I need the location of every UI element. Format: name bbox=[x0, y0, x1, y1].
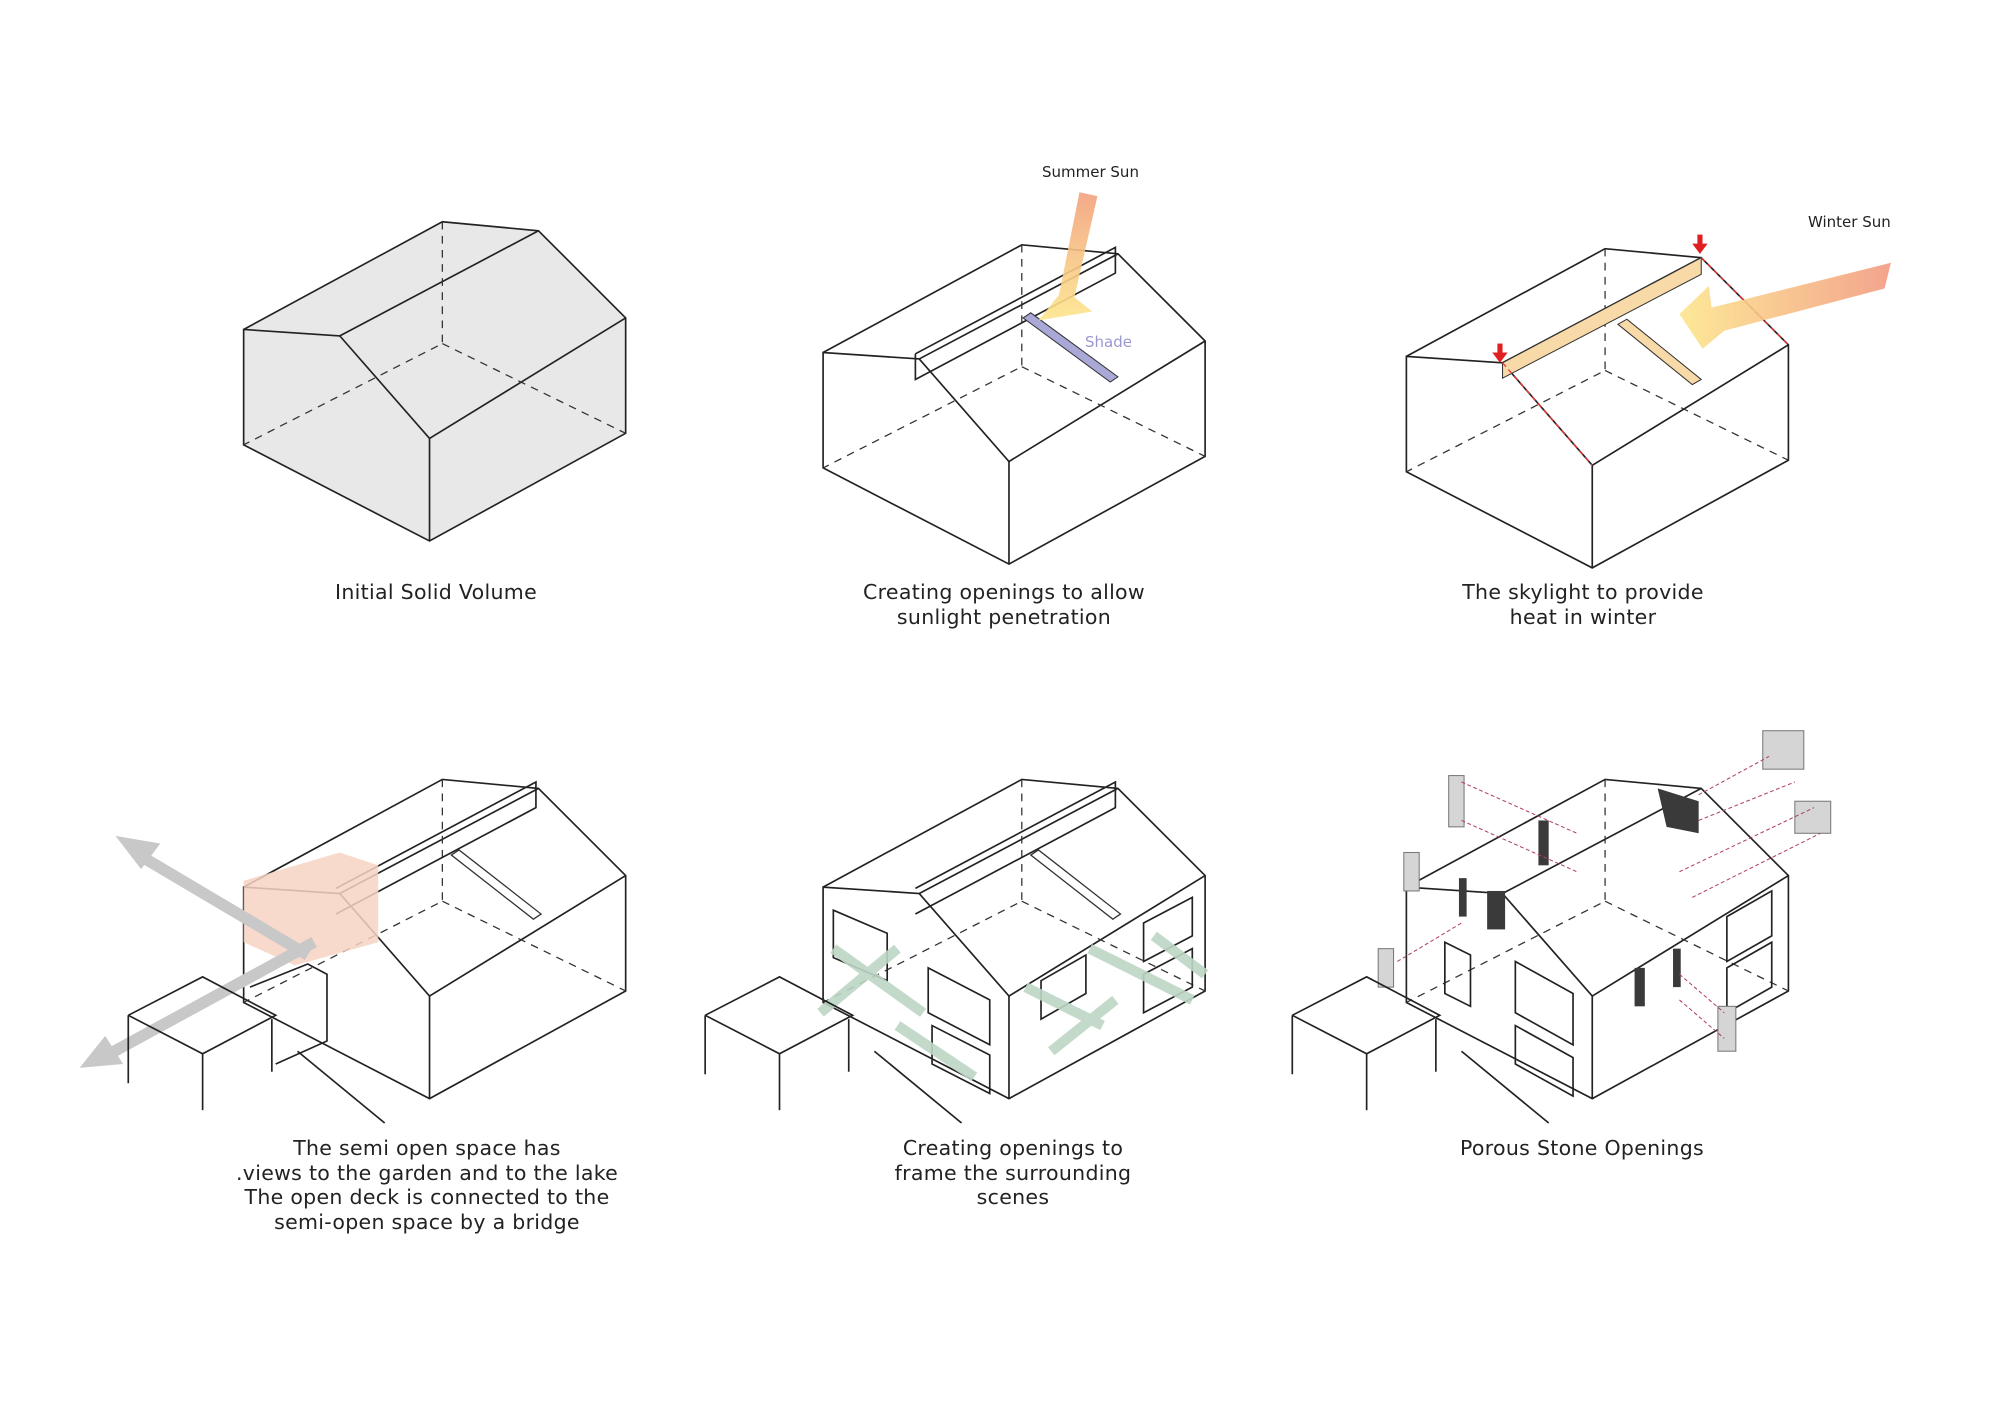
caption-line: frame the surrounding bbox=[894, 1160, 1132, 1185]
red-marker-icon bbox=[1492, 234, 1708, 363]
open-deck bbox=[127, 963, 386, 1124]
sunlight-openings-house bbox=[822, 244, 1206, 565]
deck-2 bbox=[704, 975, 963, 1124]
caption-line: The skylight to provide bbox=[1462, 580, 1704, 604]
shade-label: Shade bbox=[1085, 333, 1132, 351]
summer-sun-arrow bbox=[1038, 192, 1098, 321]
caption-line: .views to the garden and to the lake bbox=[235, 1160, 619, 1185]
caption-line: heat in winter bbox=[1509, 604, 1657, 629]
caption-line: semi-open space by a bridge bbox=[274, 1209, 580, 1234]
semi-open-space-house bbox=[242, 778, 627, 1100]
framed-openings-house bbox=[822, 778, 1206, 1100]
porous-stone-house bbox=[1405, 778, 1790, 1100]
caption-line: Porous Stone Openings bbox=[1459, 1136, 1705, 1160]
green-view-arrows bbox=[817, 931, 1209, 1082]
caption-initial-volume: Initial Solid Volume bbox=[335, 580, 537, 605]
stone-guides bbox=[1397, 755, 1821, 1039]
caption-semi-open-space: The semi open space has.views to the gar… bbox=[236, 1136, 618, 1234]
caption-line: Initial Solid Volume bbox=[335, 580, 537, 604]
skylight-strip bbox=[1502, 256, 1702, 380]
stone-porous-blocks bbox=[1377, 730, 1832, 1052]
caption-line: Creating openings to bbox=[902, 1136, 1124, 1160]
shade-bar bbox=[1022, 312, 1119, 383]
caption-porous-stone: Porous Stone Openings bbox=[1460, 1136, 1704, 1161]
summer-sun-label: Summer Sun bbox=[1042, 163, 1139, 181]
deck-3 bbox=[1291, 975, 1550, 1124]
caption-line: sunlight penetration bbox=[896, 604, 1112, 629]
caption-line: The semi open space has bbox=[293, 1136, 561, 1160]
caption-line: Creating openings to allow bbox=[863, 580, 1145, 604]
stone-blocks bbox=[1458, 788, 1699, 1007]
view-arrows bbox=[79, 835, 317, 1068]
winter-sun-arrow bbox=[1679, 262, 1891, 349]
caption-line: scenes bbox=[976, 1185, 1050, 1209]
winter-sun-label: Winter Sun bbox=[1808, 213, 1891, 231]
caption-line: The open deck is connected to the bbox=[244, 1185, 610, 1209]
skylight-house bbox=[1405, 247, 1790, 569]
solid-volume-house bbox=[242, 220, 627, 542]
